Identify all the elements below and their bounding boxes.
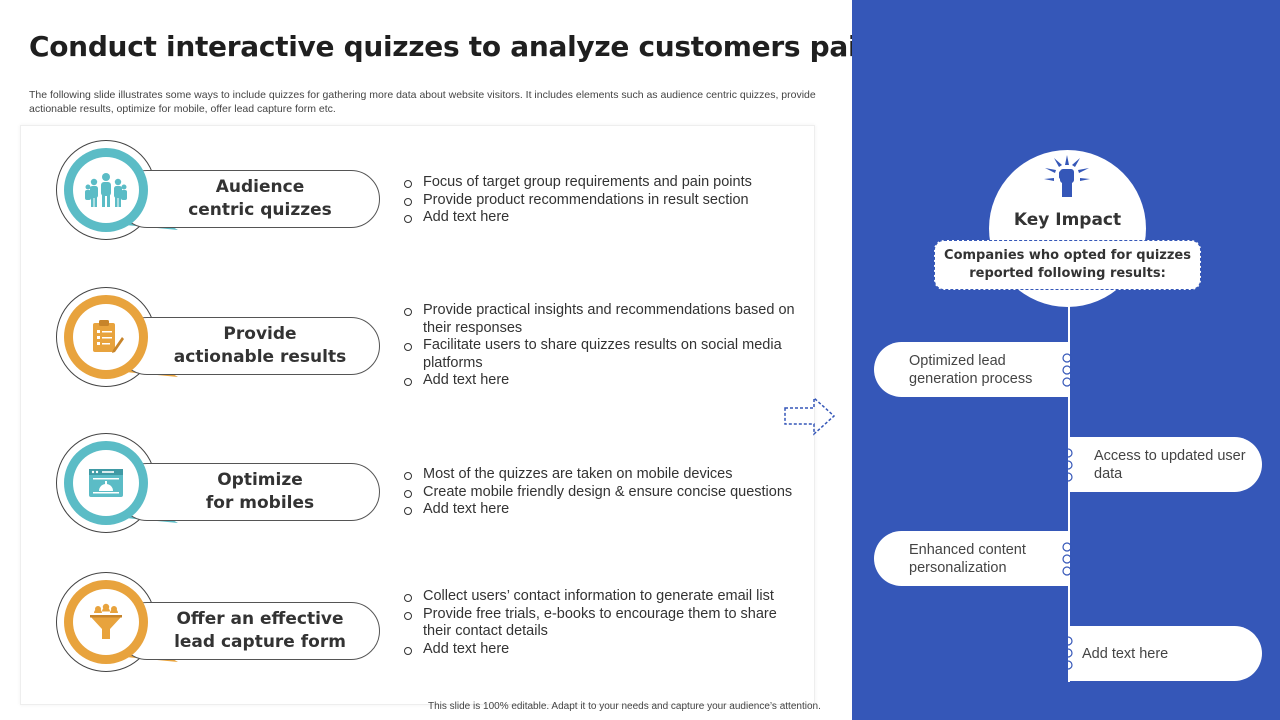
binder-rings xyxy=(1062,353,1072,387)
binder-rings xyxy=(1062,542,1072,576)
label-pill xyxy=(118,602,380,660)
method-bullets: Focus of target group requirements and p… xyxy=(404,174,800,227)
bullet-item: Facilitate users to share quizzes result… xyxy=(404,337,800,372)
label-pill xyxy=(118,463,380,521)
bullet-item: Provide product recommendations in resul… xyxy=(404,192,800,210)
audience-group-icon xyxy=(81,165,131,215)
impact-result-item: Optimized lead generation process xyxy=(874,342,1069,397)
slide-title: Conduct interactive quizzes to analyze c… xyxy=(29,30,877,63)
bullet-item: Provide practical insights and recommend… xyxy=(404,302,800,337)
right-arrow-outline-icon xyxy=(784,396,836,436)
bullet-item: Add text here xyxy=(404,209,800,227)
method-bullets: Collect users’ contact information to ge… xyxy=(404,588,800,658)
lead-funnel-icon xyxy=(81,597,131,647)
bullet-item: Add text here xyxy=(404,372,800,390)
bullet-item: Add text here xyxy=(404,641,800,659)
key-impact-title: Key Impact xyxy=(1013,210,1122,230)
label-pill xyxy=(118,317,380,375)
impact-result-item: Enhanced content personalization xyxy=(874,531,1069,586)
bullet-item: Add text here xyxy=(404,501,800,519)
binder-rings xyxy=(1063,448,1073,482)
label-pill xyxy=(118,170,380,228)
bullet-item: Collect users’ contact information to ge… xyxy=(404,588,800,606)
footer-note: This slide is 100% editable. Adapt it to… xyxy=(428,701,821,712)
bullet-item: Most of the quizzes are taken on mobile … xyxy=(404,466,800,484)
impact-result-item: Access to updated user data xyxy=(1068,437,1262,492)
method-bullets: Most of the quizzes are taken on mobile … xyxy=(404,466,800,519)
impact-result-item: Add text here xyxy=(1068,626,1262,681)
bullet-item: Create mobile friendly design & ensure c… xyxy=(404,484,800,502)
binder-rings xyxy=(1063,636,1073,670)
browser-window-icon xyxy=(81,458,131,508)
bullet-item: Provide free trials, e-books to encourag… xyxy=(404,606,800,641)
raised-fist-icon xyxy=(1044,155,1090,197)
bullet-item: Focus of target group requirements and p… xyxy=(404,174,800,192)
key-impact-box: Companies who opted for quizzes reported… xyxy=(934,240,1201,290)
slide-subtitle: The following slide illustrates some way… xyxy=(29,89,816,115)
method-bullets: Provide practical insights and recommend… xyxy=(404,302,800,390)
checklist-clipboard-icon xyxy=(81,312,131,362)
